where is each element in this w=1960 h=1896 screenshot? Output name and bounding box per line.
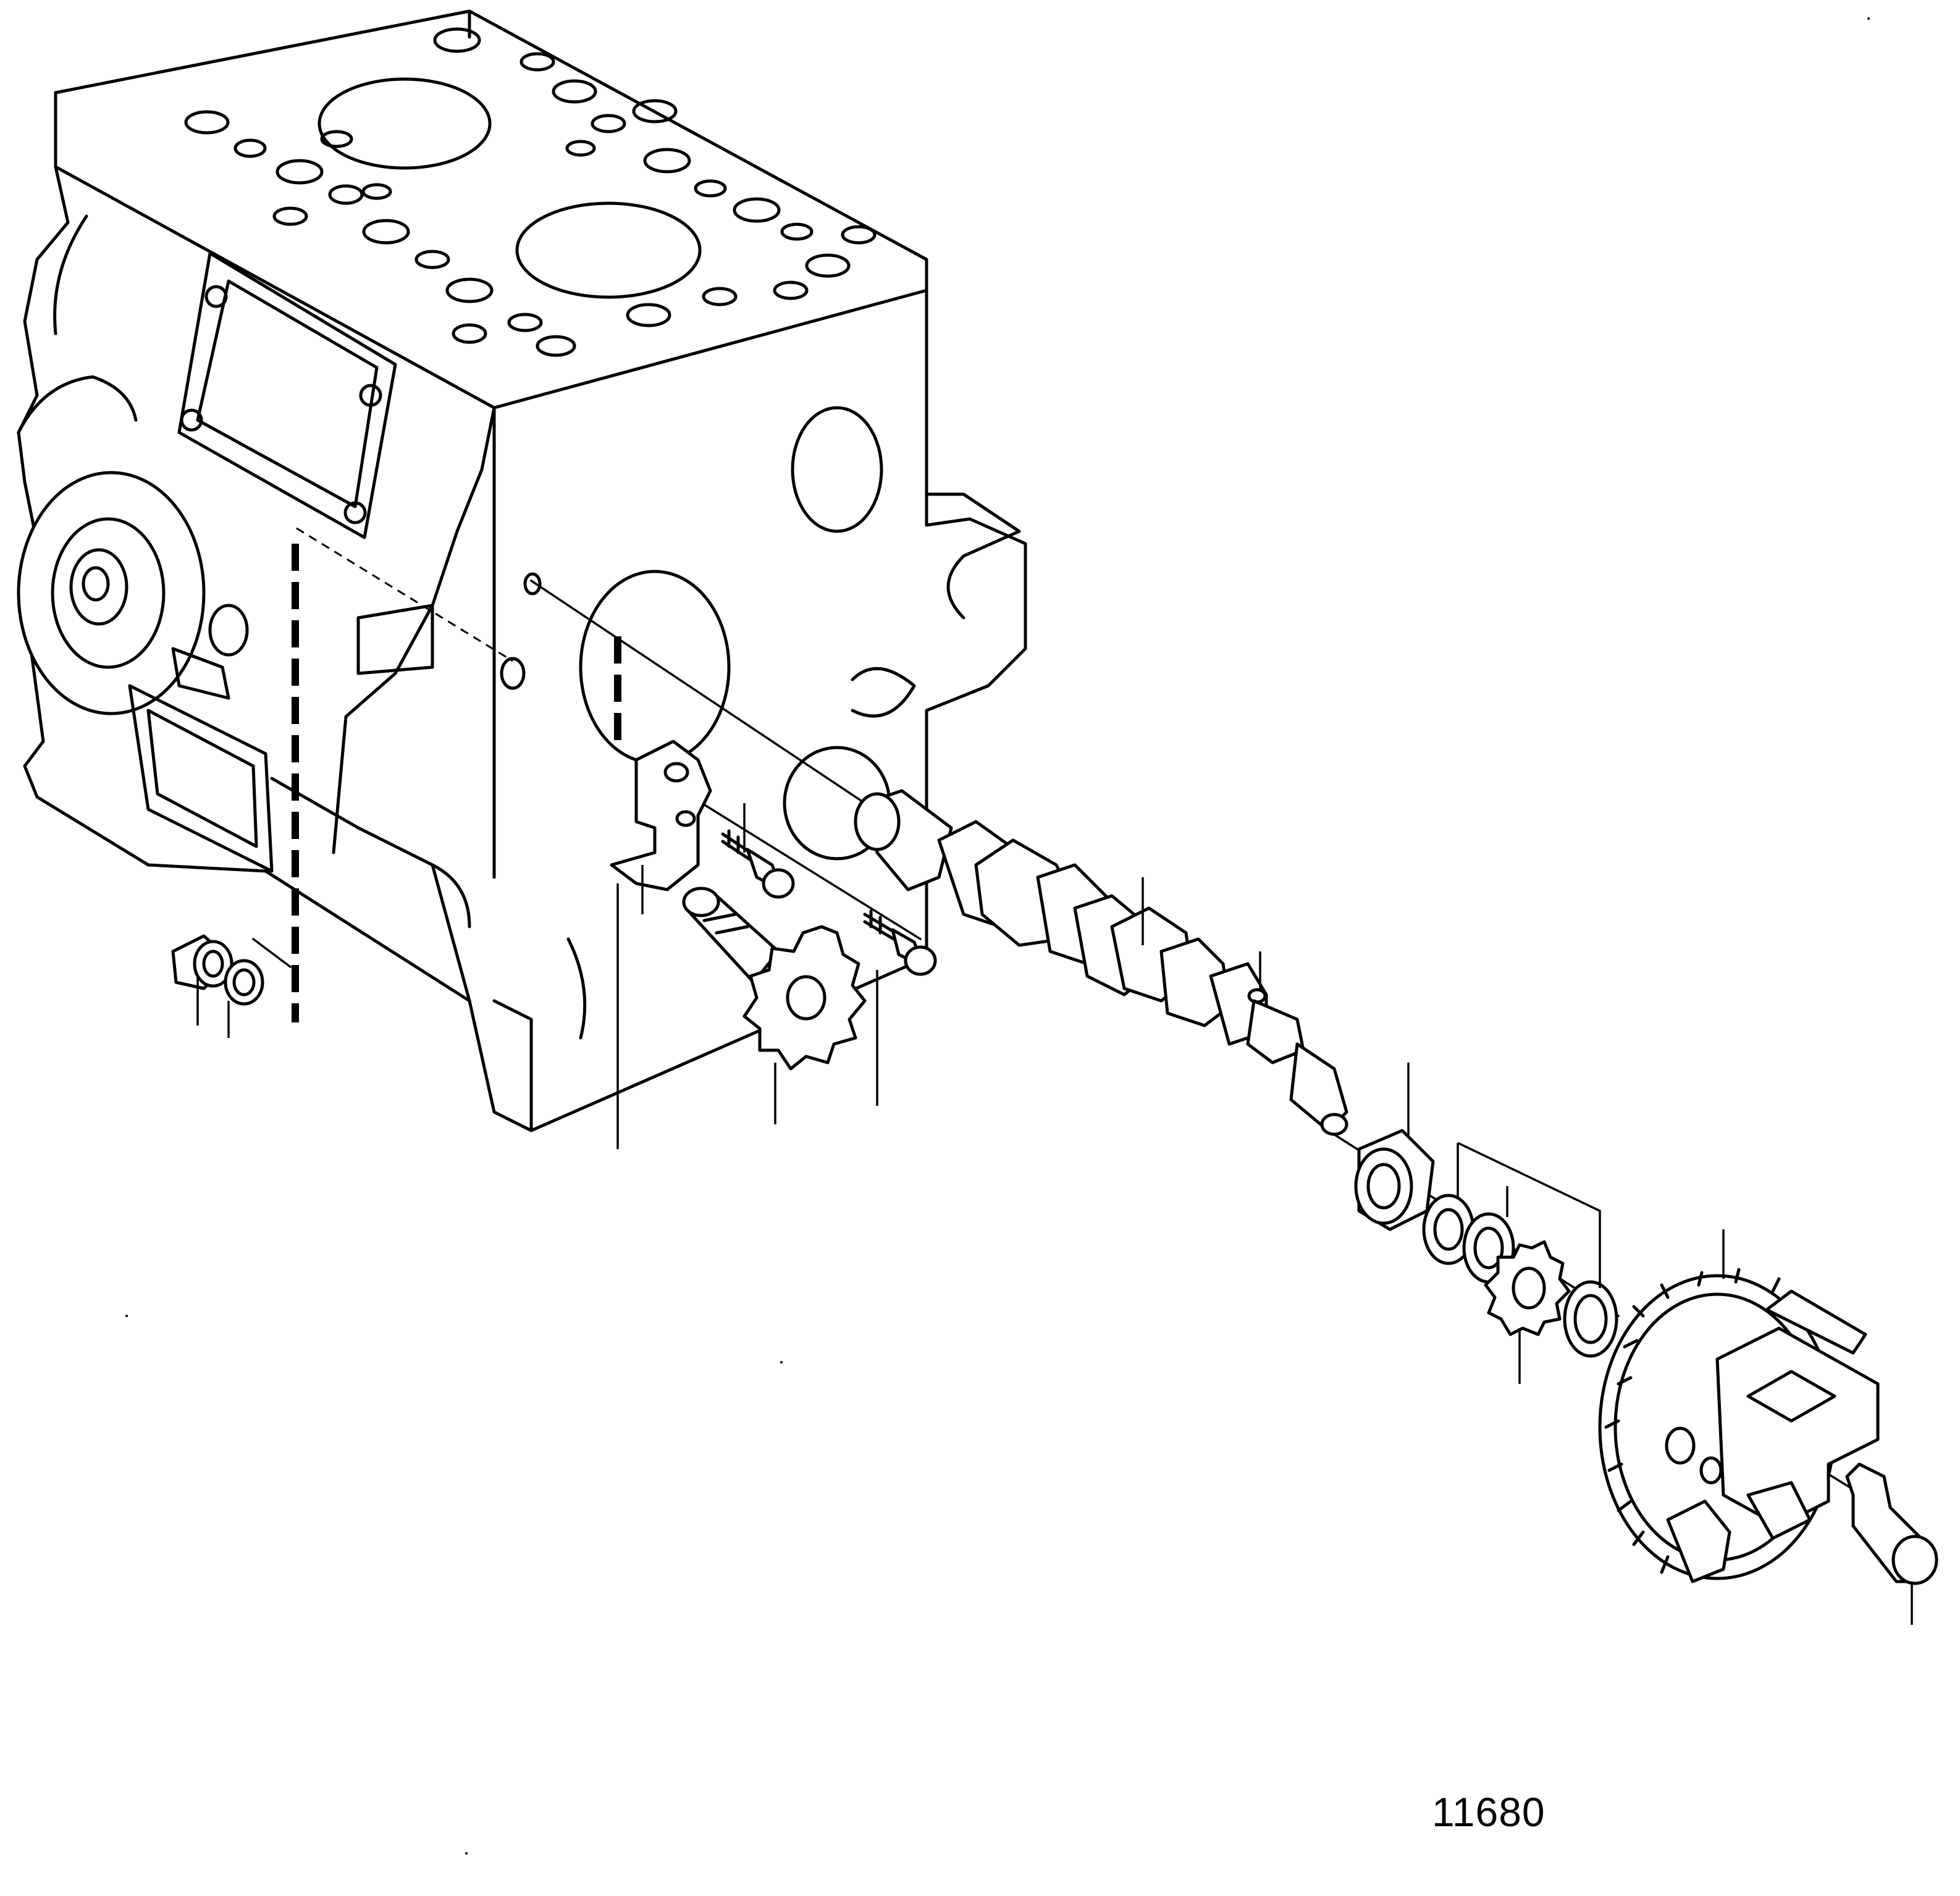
block-boss <box>791 406 883 533</box>
bearing-bush <box>1354 1129 1435 1231</box>
seal-ring <box>224 959 264 1006</box>
stray-dot <box>1867 17 1870 20</box>
stray-dot <box>465 1852 468 1855</box>
engine-block <box>17 9 1027 1132</box>
camshaft <box>854 789 1348 1136</box>
camshaft-gear-assembly <box>1598 1268 1880 1583</box>
block-boss <box>579 570 731 765</box>
figure-reference-number: 11680 <box>1432 1789 1546 1835</box>
head-bolt-holes <box>184 27 877 357</box>
socket-screw <box>863 909 937 976</box>
flyweight <box>1845 1462 1938 1585</box>
socket-screw <box>721 829 795 899</box>
stray-dot <box>125 1315 128 1317</box>
cover-plate <box>177 251 397 539</box>
spur-gear <box>742 925 867 1071</box>
front-cover <box>17 471 206 715</box>
assembly-axis <box>691 796 922 940</box>
drive-shaft <box>682 887 780 984</box>
cylinder-bore <box>318 77 492 170</box>
cylinder-bore <box>515 201 702 299</box>
stray-dot <box>780 1361 783 1363</box>
assembly-axis <box>252 938 292 968</box>
bracket-plate <box>610 739 712 891</box>
leader-lines <box>196 803 1913 1625</box>
small-gear <box>1484 1240 1571 1336</box>
washer <box>1563 1280 1618 1358</box>
assembly-axis <box>530 579 866 804</box>
retaining-clip <box>1247 988 1267 1004</box>
assembly-axis <box>296 527 513 662</box>
needle-bearing <box>171 934 233 990</box>
